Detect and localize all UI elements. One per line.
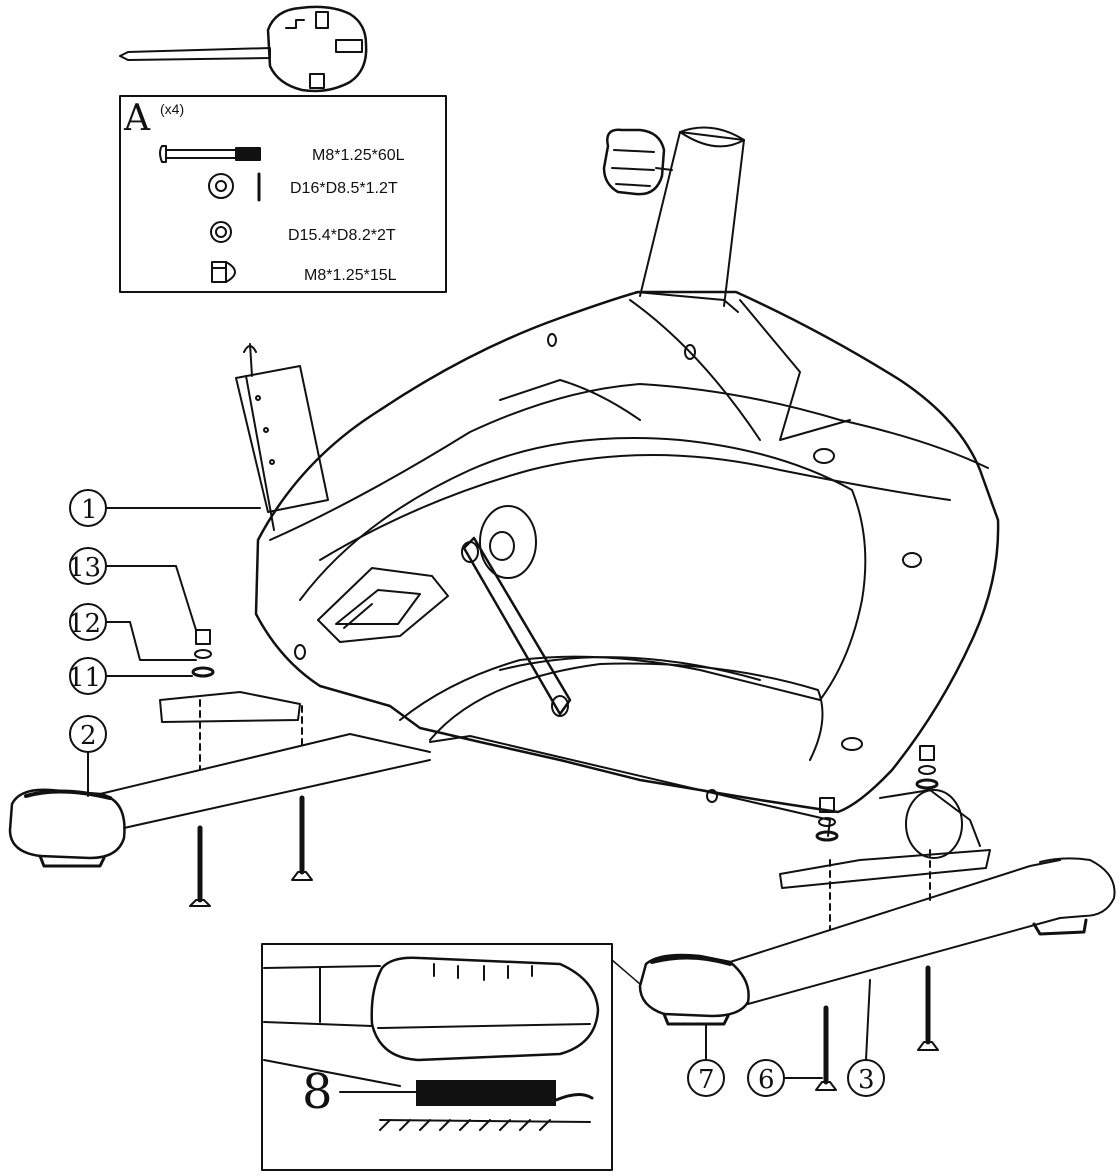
adjustment-knob-icon bbox=[602, 128, 673, 196]
hardware-spec-3: D15.4*D8.2*2T bbox=[288, 227, 396, 244]
rear-stabilizer bbox=[8, 691, 431, 868]
cap-nut-icon bbox=[815, 745, 939, 842]
hardware-spec-1: M8*1.25*60L bbox=[312, 147, 405, 164]
bike-main-frame bbox=[235, 126, 1000, 837]
carriage-bolt-icon bbox=[815, 965, 939, 1091]
front-stabilizer bbox=[638, 789, 1116, 1026]
cap-nut-icon bbox=[191, 629, 215, 678]
callout-label-11: 11 bbox=[68, 663, 101, 693]
carriage-bolt-icon bbox=[189, 795, 313, 907]
callout-label-12: 12 bbox=[68, 609, 101, 639]
hardware-box: A (x4) M8*1.25*60L D16*D8.5*1.2T D15.4*D… bbox=[119, 95, 447, 293]
callout-label-13: 13 bbox=[68, 553, 101, 583]
callout-label-8: 8 bbox=[302, 1064, 333, 1120]
flat-washer-icon bbox=[208, 172, 261, 202]
hardware-spec-4: M8*1.25*15L bbox=[304, 267, 397, 284]
callout-label-3: 3 bbox=[858, 1065, 875, 1095]
spring-washer-icon bbox=[210, 221, 232, 243]
hardware-letter: A bbox=[123, 98, 151, 139]
callout-label-7: 7 bbox=[698, 1065, 715, 1095]
hardware-spec-2: D16*D8.5*1.2T bbox=[290, 180, 398, 197]
hardware-quantity: (x4) bbox=[160, 101, 184, 117]
callout-label-2: 2 bbox=[80, 721, 97, 751]
carriage-bolt-icon bbox=[159, 145, 261, 163]
callout-label-6: 6 bbox=[758, 1065, 775, 1095]
cap-nut-icon bbox=[211, 261, 236, 283]
callouts bbox=[69, 489, 885, 1097]
multi-wrench-screwdriver-icon bbox=[119, 5, 368, 93]
crank-arm bbox=[461, 505, 572, 717]
detail-inset bbox=[261, 943, 641, 1171]
callout-label-1: 1 bbox=[81, 495, 98, 525]
pedal bbox=[317, 567, 449, 643]
